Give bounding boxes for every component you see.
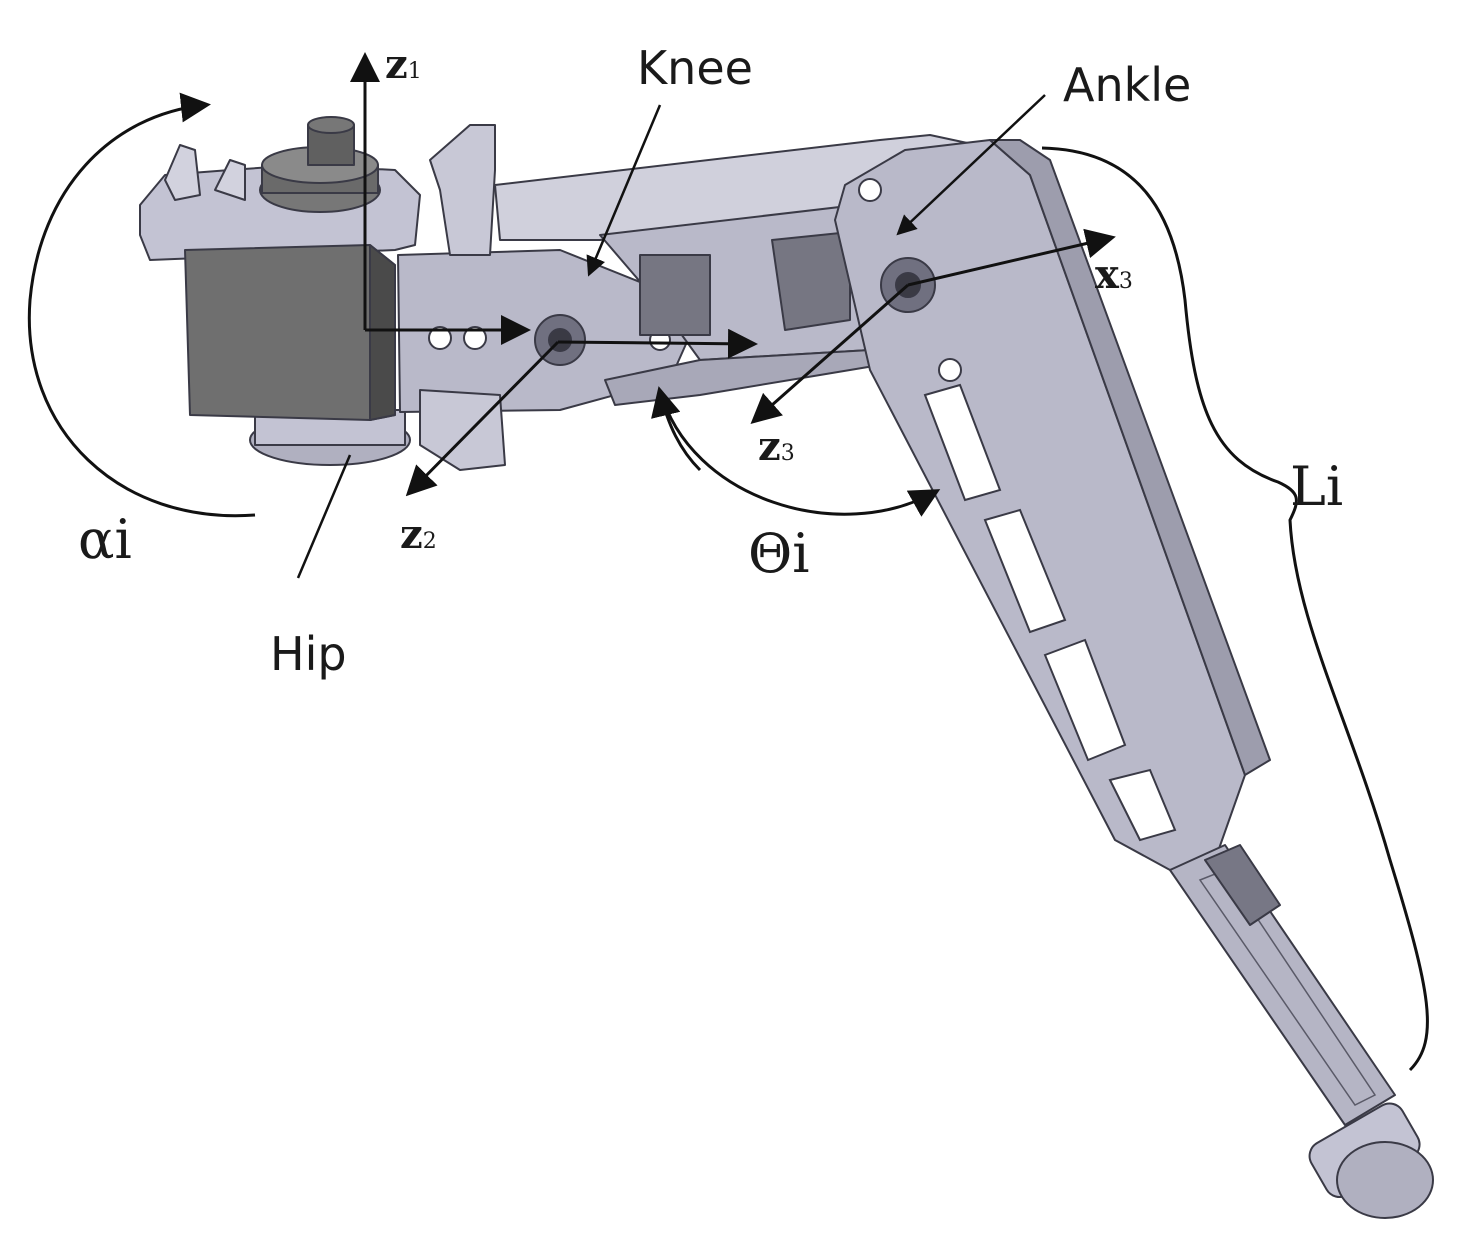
femur-window-2 — [771, 231, 851, 331]
foot-tip-cap — [1336, 1141, 1434, 1219]
hip-clip-mid — [214, 159, 246, 201]
labels: Knee Ankle Hip z1 z2 z3 x3 αi Θi Li — [78, 41, 1343, 681]
coordinate-frames — [350, 52, 1116, 497]
length-brace — [1041, 146, 1429, 1072]
servo-shaft-top — [307, 116, 355, 134]
alpha-label: αi — [78, 508, 132, 571]
tibia-plate — [834, 139, 1246, 871]
frame2-x-arrow — [557, 328, 758, 359]
theta-arc — [658, 389, 941, 517]
leader-lines — [296, 94, 1046, 579]
foot-gusset — [1204, 844, 1281, 926]
rotation-arcs — [27, 92, 1429, 1072]
hip-leader — [296, 454, 352, 579]
coxa-hole-1 — [428, 326, 452, 350]
servo-side — [369, 244, 396, 421]
tibia-side — [989, 139, 1271, 776]
hip-clip-left — [164, 144, 201, 201]
tibia-window-2 — [983, 508, 1067, 634]
x3-axis-arrow — [907, 228, 1116, 287]
knee-label: Knee — [637, 41, 753, 95]
hip-label: Hip — [270, 627, 347, 681]
z3-axis-arrow — [750, 283, 909, 424]
foot-shank — [1169, 844, 1396, 1126]
coxa-fin-top — [429, 124, 496, 256]
z2-label: z2 — [400, 511, 437, 558]
z1-label: z1 — [385, 41, 422, 88]
z3-label: z3 — [758, 423, 795, 470]
ankle-label: Ankle — [1063, 58, 1191, 112]
coxa-fin-bottom — [419, 389, 506, 471]
foot-link — [1169, 844, 1434, 1219]
tibia-hole-top — [858, 178, 882, 202]
knee-leader — [586, 104, 662, 277]
tibia-window-4 — [1108, 768, 1177, 842]
tibia-window-1 — [923, 383, 1002, 502]
theta-arc-back — [651, 386, 702, 472]
ankle-leader — [896, 94, 1046, 236]
alpha-arc — [27, 92, 256, 518]
z2-axis-arrow — [405, 340, 560, 497]
theta-label: Θi — [748, 522, 810, 585]
tibia-window-3 — [1043, 638, 1127, 762]
tibia-hole-mid — [938, 358, 962, 382]
coxa-link — [397, 124, 691, 471]
coxa-hole-2 — [463, 326, 487, 350]
tibia-link — [834, 139, 1271, 871]
femur-window-1 — [639, 254, 711, 336]
hip-servo — [184, 116, 396, 421]
leg-assembly — [139, 116, 1434, 1219]
x3-label: x3 — [1095, 251, 1133, 298]
length-label: Li — [1290, 455, 1343, 518]
